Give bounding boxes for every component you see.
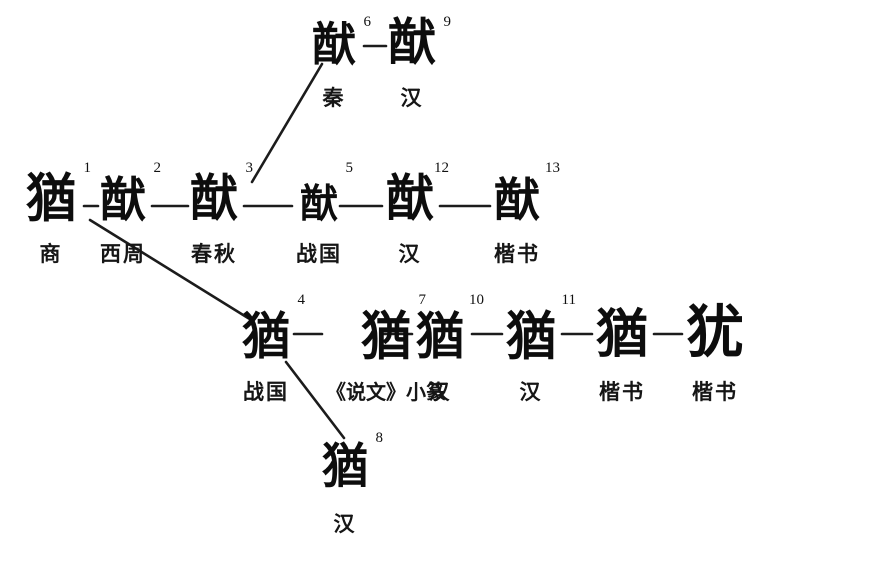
glyph-form-7: 猶 xyxy=(361,307,411,367)
era-label-9: 汉 xyxy=(400,86,424,110)
glyph-form-2: 猷 xyxy=(100,173,146,227)
glyph-form-10: 猶 xyxy=(416,309,465,366)
glyph-form-12: 猷 xyxy=(386,171,435,228)
era-label-11: 汉 xyxy=(519,380,543,404)
era-label-12: 汉 xyxy=(398,242,422,266)
glyph-form-9: 猷 xyxy=(388,15,437,72)
char-node-kaishu-simplified: 犹 楷书 xyxy=(686,298,744,406)
form-number-9: 9 xyxy=(443,14,452,30)
glyph-form-6: 猷 xyxy=(312,20,356,71)
form-number-4: 4 xyxy=(297,292,306,308)
form-number-5: 5 xyxy=(345,160,354,176)
form-number-6: 6 xyxy=(363,14,372,30)
glyph-form-11: 猶 xyxy=(506,307,556,367)
era-label-kaishu-simplified: 楷书 xyxy=(692,380,738,404)
char-node-12: 猷 12 汉 xyxy=(386,160,449,268)
form-number-11: 11 xyxy=(561,292,576,308)
era-label-8: 汉 xyxy=(333,512,357,536)
char-node-9: 猷 9 汉 xyxy=(388,14,451,112)
form-number-3: 3 xyxy=(245,160,254,176)
form-number-1: 1 xyxy=(83,160,92,176)
char-node-2: 猷 2 西周 xyxy=(100,160,161,268)
glyph-form-1: 猶 xyxy=(26,169,76,229)
era-label-2: 西周 xyxy=(100,242,146,266)
glyph-kaishu-traditional: 猶 xyxy=(596,307,649,364)
era-label-13: 楷书 xyxy=(494,242,540,266)
char-node-5: 猷 5 战国 xyxy=(296,160,353,268)
char-node-11: 猶 11 汉 xyxy=(506,292,576,406)
era-label-kaishu-traditional: 楷书 xyxy=(599,380,645,404)
form-number-8: 8 xyxy=(375,430,384,446)
char-node-3: 猷 3 春秋 xyxy=(190,160,253,268)
era-label-1: 商 xyxy=(39,242,63,266)
char-node-kaishu-traditional: 猶 楷书 xyxy=(596,298,648,406)
form-number-7: 7 xyxy=(418,292,427,308)
char-node-4: 猶 4 战国 xyxy=(242,292,305,406)
era-label-7: 《说文》小篆 xyxy=(326,382,446,404)
glyph-form-3: 猷 xyxy=(190,171,239,228)
glyph-form-4: 猶 xyxy=(242,309,291,366)
char-node-8: 猶 8 汉 xyxy=(322,430,383,538)
era-label-6: 秦 xyxy=(322,86,346,110)
char-node-13: 猷 13 楷书 xyxy=(494,160,560,268)
form-number-13: 13 xyxy=(545,160,560,176)
era-label-3: 春秋 xyxy=(191,242,237,266)
era-label-10: 汉 xyxy=(428,380,452,404)
char-node-10: 猶 10 汉 xyxy=(416,292,484,406)
form-number-10: 10 xyxy=(469,292,485,308)
era-label-5: 战国 xyxy=(296,242,342,266)
char-node-1: 猶 1 商 xyxy=(26,160,91,268)
char-node-6: 猷 6 秦 xyxy=(312,14,371,112)
glyph-kaishu-simplified: 犹 xyxy=(686,300,745,365)
era-label-4: 战国 xyxy=(243,380,289,404)
char-node-7: 猶 7 《说文》小篆 xyxy=(326,292,446,405)
form-number-12: 12 xyxy=(434,160,450,176)
glyph-form-8: 猶 xyxy=(322,439,368,493)
glyph-form-13: 猷 xyxy=(494,175,540,226)
form-number-2: 2 xyxy=(153,160,162,176)
glyph-form-5: 猷 xyxy=(299,183,338,227)
